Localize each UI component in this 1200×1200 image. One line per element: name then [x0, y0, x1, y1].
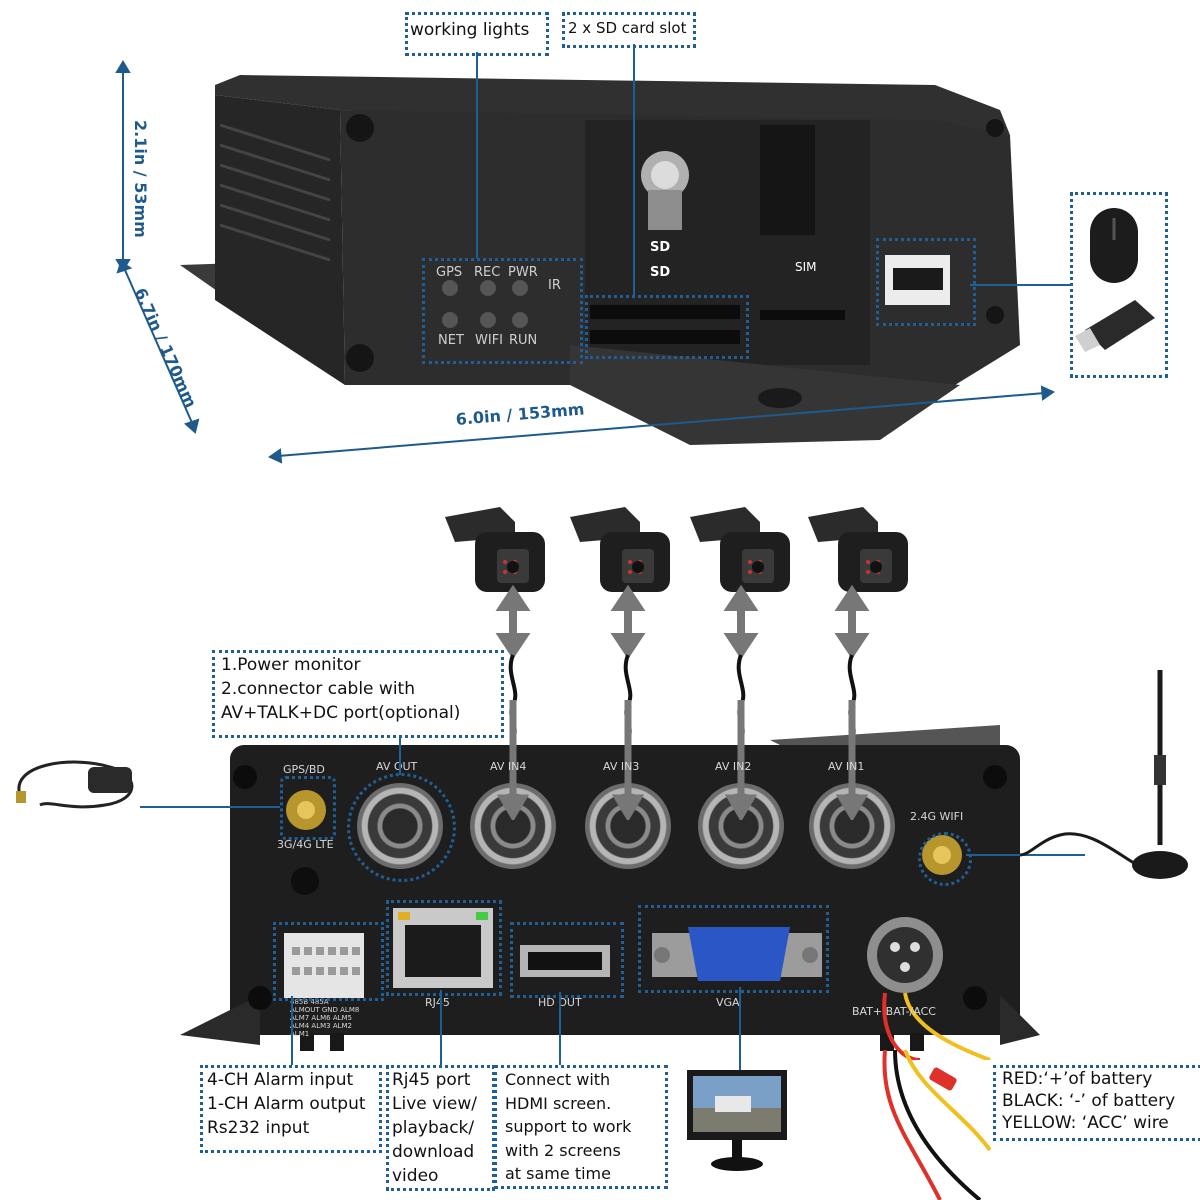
mouse-icon [1090, 208, 1138, 283]
lte-port-label: 3G/4G LTE [277, 838, 334, 851]
callout-line: Live view/ [392, 1094, 477, 1114]
rj45-port-label: RJ45 [425, 996, 450, 1009]
callout-line: HDMI screen. [505, 1093, 612, 1113]
callout-line: at same time [505, 1164, 611, 1183]
av-out-label: AV OUT [376, 760, 418, 773]
callout-line: with 2 screens [505, 1140, 621, 1160]
vga-box [638, 905, 829, 993]
led-label-gps: GPS [436, 265, 463, 280]
callout-line: playback/ [392, 1118, 475, 1138]
gps-antenna-connector [286, 790, 326, 830]
height-dimension: 2.1in / 53mm [131, 120, 150, 238]
cameras-group [445, 507, 908, 735]
av-out-box [347, 773, 456, 882]
av-in2-label: AV IN2 [715, 760, 752, 773]
vga-port-label: VGA [716, 996, 740, 1009]
connection-arrows [496, 700, 869, 820]
sim-label: SIM [795, 260, 817, 274]
sd-slots-box [585, 295, 749, 359]
led-panel-box [422, 258, 583, 364]
callout-line: RED:‘+’of battery [1002, 1069, 1153, 1089]
camera-icon [808, 507, 908, 592]
sd-slot-box [562, 12, 696, 48]
alarm-pin-labels: 485B 485A ALMOUT GND ALM8 ALM7 ALM6 ALM5… [290, 998, 360, 1038]
wifi-box [918, 832, 972, 886]
usb-port-box [876, 238, 976, 326]
wifi-antenna-icon [1020, 670, 1188, 879]
callout-line: YELLOW: ‘ACC’ wire [1002, 1113, 1169, 1133]
dvr-front-view [115, 44, 1155, 464]
led-label-ir: IR [548, 278, 561, 293]
usb-accessories-box [1070, 192, 1168, 378]
led-label-pwr: PWR [508, 265, 538, 280]
wifi-port-label: 2.4G WIFI [910, 810, 964, 823]
callout-line: AV+TALK+DC port(optional) [221, 703, 461, 723]
callout-line: 1-CH Alarm output [207, 1094, 366, 1114]
power-port-label: BAT+ BAT-/ACC [852, 1005, 936, 1018]
led-label-net: NET [438, 333, 464, 348]
monitor-icon [687, 1070, 787, 1171]
callout-line: 4-CH Alarm input [207, 1070, 354, 1090]
battery-callout: RED:‘+’of battery BLACK: ‘-’ of battery … [993, 1065, 1200, 1141]
rj45-callout: Rj45 port Live view/ playback/ download … [386, 1065, 495, 1191]
av-in1-label: AV IN1 [828, 760, 865, 773]
working-lights-label: working lights [410, 20, 530, 40]
callout-line: video [392, 1166, 439, 1186]
callout-line: 1.Power monitor [221, 655, 361, 675]
sd-slot-label: 2 x SD card slot [568, 19, 687, 37]
hdmi-box [510, 922, 624, 998]
battery-wiring [882, 1050, 992, 1200]
gps-lte-box [280, 776, 336, 840]
gps-port-label: GPS/BD [283, 763, 325, 776]
rj45-box [386, 900, 502, 996]
sd-label-1: SD [650, 240, 671, 255]
camera-icon [445, 507, 545, 592]
av-in4-label: AV IN4 [490, 760, 527, 773]
callout-line: download [392, 1142, 475, 1162]
usb-drive-icon [1075, 300, 1155, 352]
sd-label-2: SD [650, 265, 671, 280]
gps-antenna-icon [16, 760, 134, 809]
led-label-wifi: WIFI [475, 333, 503, 348]
callout-line: Rs232 input [207, 1118, 310, 1138]
av-in3-label: AV IN3 [603, 760, 640, 773]
camera-icon [690, 507, 790, 592]
hdmi-callout: Connect with HDMI screen. support to wor… [494, 1065, 668, 1189]
led-label-rec: REC [474, 265, 501, 280]
camera-icon [570, 507, 670, 592]
working-lights-box [405, 12, 549, 56]
power-monitor-callout: 1.Power monitor 2.connector cable with A… [212, 650, 504, 738]
alarm-box [273, 922, 384, 1001]
callout-line: Rj45 port [392, 1070, 471, 1090]
alarm-callout: 4-CH Alarm input 1-CH Alarm output Rs232… [200, 1065, 382, 1153]
callout-line: support to work [505, 1117, 632, 1136]
callout-line: BLACK: ‘-’ of battery [1002, 1091, 1176, 1111]
led-label-run: RUN [509, 333, 538, 348]
callout-line: 2.connector cable with [221, 679, 415, 699]
callout-line: Connect with [505, 1070, 611, 1089]
